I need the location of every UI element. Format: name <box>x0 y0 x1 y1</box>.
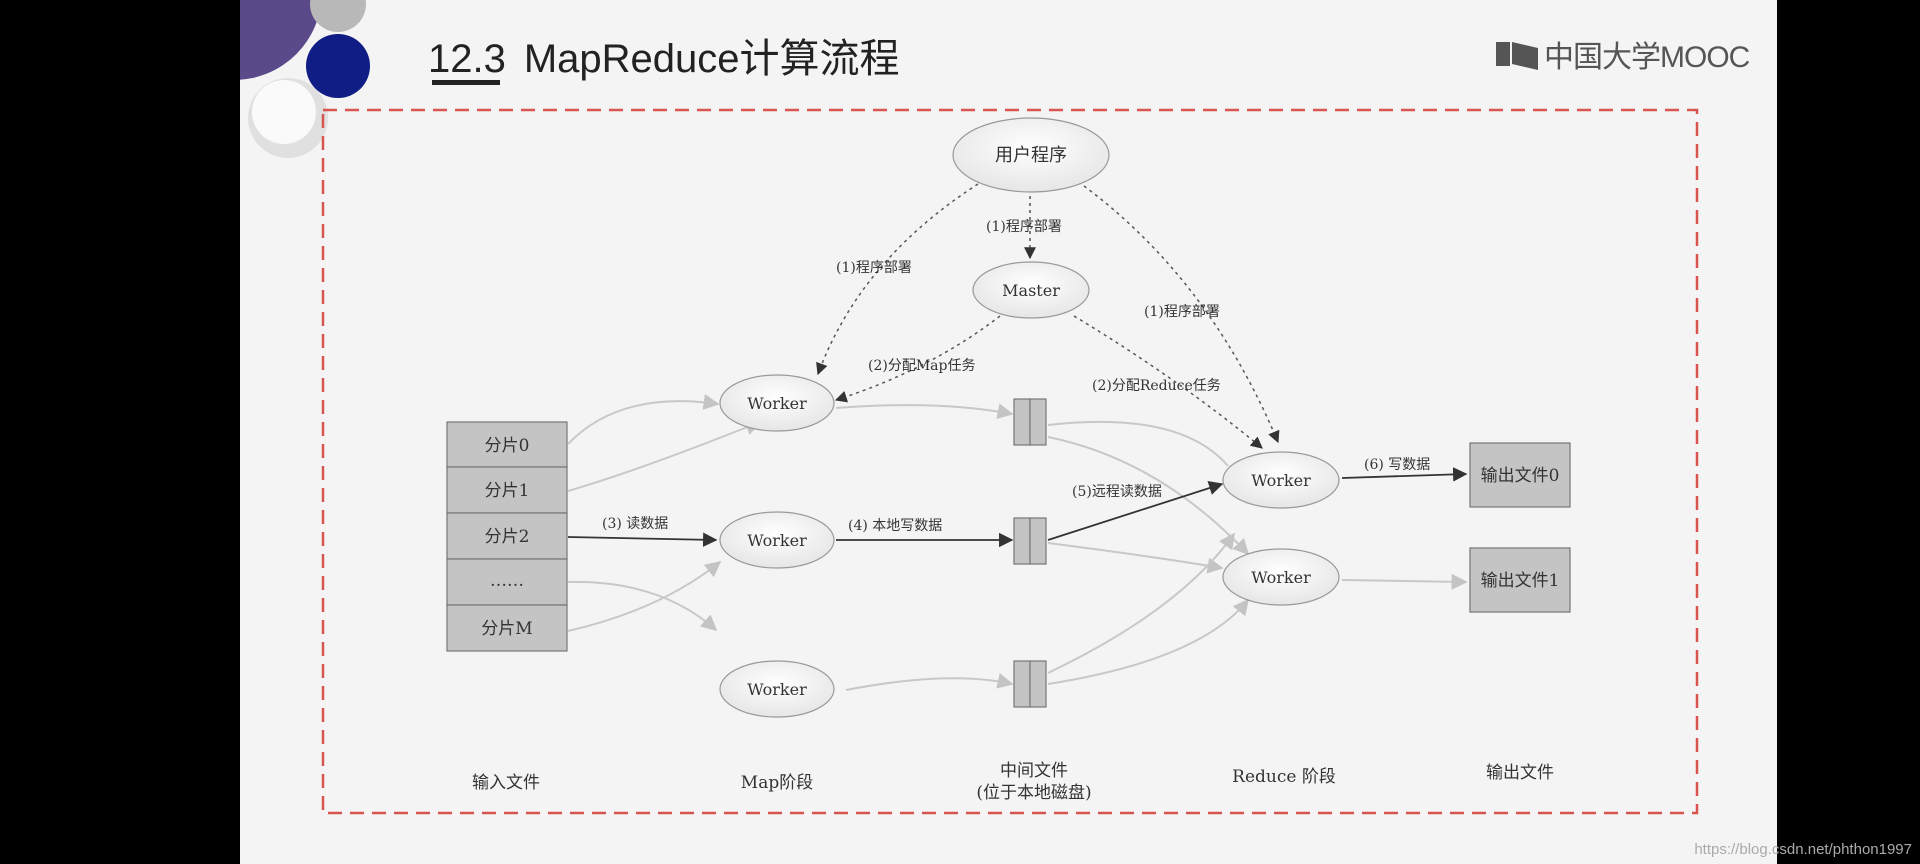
label-assign-reduce: (2)分配Reduce任务 <box>1092 378 1221 394</box>
column-label-reduce: Reduce 阶段 <box>1232 767 1336 787</box>
title-underline <box>432 80 500 85</box>
svg-text:输出文件0: 输出文件0 <box>1481 466 1560 486</box>
arrow-assign-map <box>834 315 1001 403</box>
user-program-label: 用户程序 <box>995 145 1067 166</box>
split-ellipsis: …… <box>446 558 568 606</box>
page-title: 12.3 MapReduce计算流程 <box>428 26 900 84</box>
light-flow-arrows <box>567 394 1468 691</box>
split-0: 分片0 <box>446 421 568 468</box>
intermediate-file-2 <box>1013 517 1047 565</box>
label-deploy-map: (1)程序部署 <box>836 260 912 276</box>
label-assign-map: (2)分配Map任务 <box>868 358 975 374</box>
column-label-intermediate: 中间文件 <box>1000 761 1068 781</box>
section-number: 12.3 <box>428 37 506 81</box>
label-write: (6) 写数据 <box>1364 457 1430 473</box>
arrow-write <box>1341 467 1468 482</box>
output-file-1: 输出文件1 <box>1469 547 1571 613</box>
input-splits: 分片0 分片1 分片2 …… 分片M <box>446 421 568 652</box>
reduce-worker-1: Worker <box>1222 451 1340 509</box>
intermediate-file-1 <box>1013 398 1047 446</box>
arrow-deploy-map-worker <box>816 183 979 376</box>
label-read: (3) 读数据 <box>602 515 668 532</box>
split-m: 分片M <box>446 604 568 652</box>
decorative-circles <box>240 0 370 158</box>
label-local-write: (4) 本地写数据 <box>848 518 942 534</box>
svg-text:输出文件1: 输出文件1 <box>1481 571 1560 591</box>
svg-text:分片M: 分片M <box>481 619 532 639</box>
label-deploy-master: (1)程序部署 <box>986 219 1062 235</box>
arrow-assign-reduce <box>1073 315 1263 449</box>
split-2: 分片2 <box>446 512 568 560</box>
svg-text:Worker: Worker <box>747 531 807 550</box>
user-program-node: 用户程序 <box>952 117 1110 193</box>
column-label-intermediate-sub: (位于本地磁盘) <box>976 783 1091 803</box>
logo-text: 中国大学MOOC <box>1544 41 1750 74</box>
watermark: https://blog.csdn.net/phthon1997 <box>1694 841 1912 858</box>
master-node: Master <box>972 261 1090 319</box>
svg-text:分片1: 分片1 <box>485 481 530 501</box>
svg-text:……: …… <box>490 571 524 591</box>
svg-text:分片2: 分片2 <box>485 527 530 547</box>
svg-text:Worker: Worker <box>1251 568 1311 587</box>
svg-text:Worker: Worker <box>747 394 807 413</box>
intermediate-files <box>1013 398 1047 708</box>
column-label-map: Map阶段 <box>741 773 813 793</box>
map-worker-3: Worker <box>719 660 835 718</box>
column-label-input: 输入文件 <box>472 773 540 793</box>
svg-text:Worker: Worker <box>747 680 807 699</box>
svg-text:分片0: 分片0 <box>485 436 530 456</box>
mooc-logo: 中国大学MOOC <box>1494 32 1750 76</box>
arrow-read <box>567 532 718 547</box>
label-remote-read: (5)远程读数据 <box>1072 483 1162 500</box>
arrow-remote-read <box>1047 481 1224 541</box>
dashed-border <box>321 108 1699 815</box>
dark-flow-arrows <box>567 467 1468 548</box>
label-deploy-reduce: (1)程序部署 <box>1144 304 1220 320</box>
title-text: MapReduce计算流程 <box>523 37 900 81</box>
master-label: Master <box>1002 281 1060 300</box>
control-arrows <box>816 183 1280 449</box>
svg-text:Worker: Worker <box>1251 471 1311 490</box>
map-worker-1: Worker <box>719 374 835 432</box>
split-1: 分片1 <box>446 466 568 514</box>
book-icon <box>1496 42 1538 70</box>
reduce-worker-2: Worker <box>1222 548 1340 606</box>
intermediate-file-3 <box>1013 660 1047 708</box>
column-labels: 输入文件 Map阶段 中间文件 (位于本地磁盘) Reduce 阶段 输出文件 <box>472 761 1554 803</box>
column-label-output: 输出文件 <box>1486 763 1554 783</box>
map-worker-2: Worker <box>719 511 835 569</box>
output-file-0: 输出文件0 <box>1469 442 1571 508</box>
